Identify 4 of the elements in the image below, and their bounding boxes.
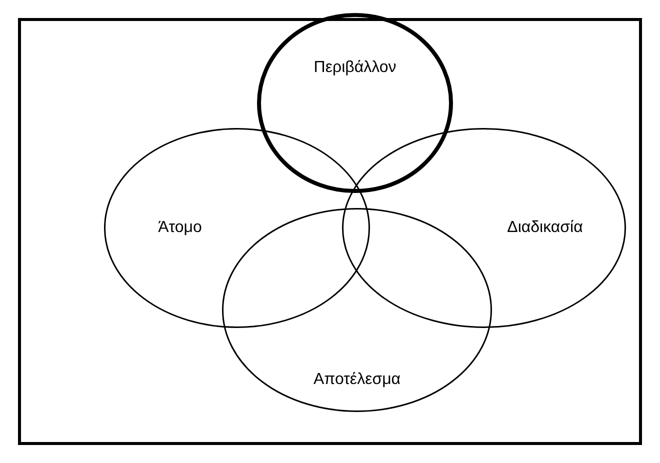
set-label: Αποτέλεσμα — [313, 371, 401, 389]
set-label: Διαδικασία — [507, 219, 583, 237]
set-label: Άτομο — [158, 219, 202, 237]
set-label: Περιβάλλον — [314, 59, 396, 77]
